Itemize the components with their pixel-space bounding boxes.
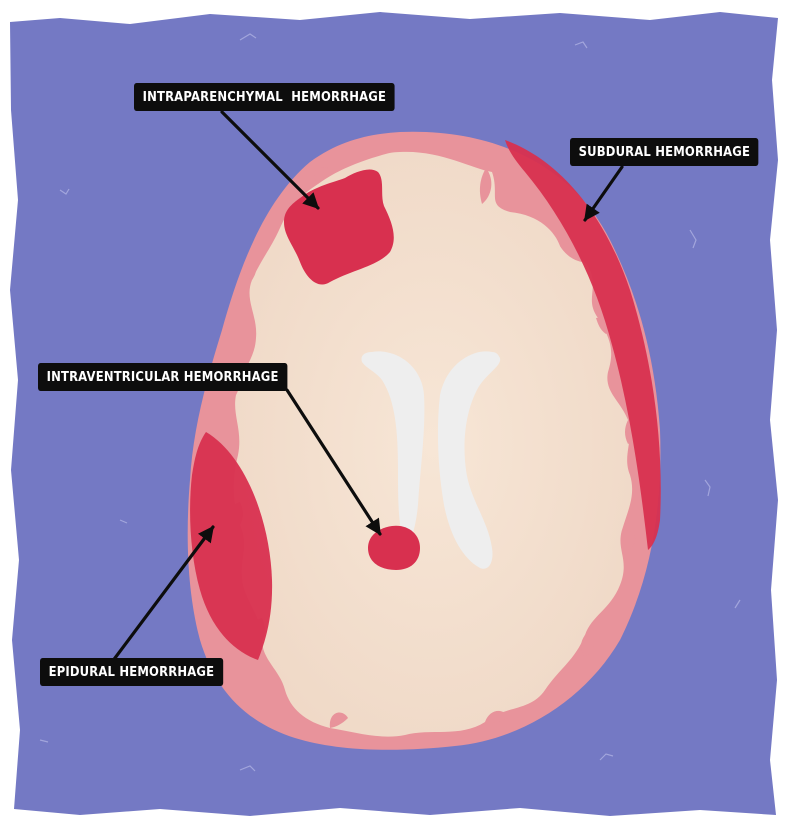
- lateral-ventricles: [361, 351, 501, 569]
- intraventricular-hemorrhage-region: [368, 525, 420, 570]
- label-intraventricular-hemorrhage: INTRAVENTRICULAR HEMORRHAGE: [38, 363, 288, 391]
- paper-scratches: [39, 33, 741, 772]
- white-matter: [233, 151, 633, 737]
- subdural-hemorrhage-region: [505, 140, 661, 550]
- label-epidural-hemorrhage: EPIDURAL HEMORRHAGE: [40, 658, 223, 686]
- arrow-intraventricular: [285, 388, 382, 536]
- leader-arrows: [110, 110, 624, 664]
- arrow-epidural: [110, 525, 215, 664]
- arrow-intraparenchymal: [220, 110, 320, 210]
- label-intraparenchymal-hemorrhage: INTRAPARENCHYMAL HEMORRHAGE: [134, 83, 395, 111]
- arrow-subdural: [583, 165, 624, 222]
- epidural-hemorrhage-region: [190, 432, 273, 660]
- label-subdural-hemorrhage: SUBDURAL HEMORRHAGE: [570, 138, 759, 166]
